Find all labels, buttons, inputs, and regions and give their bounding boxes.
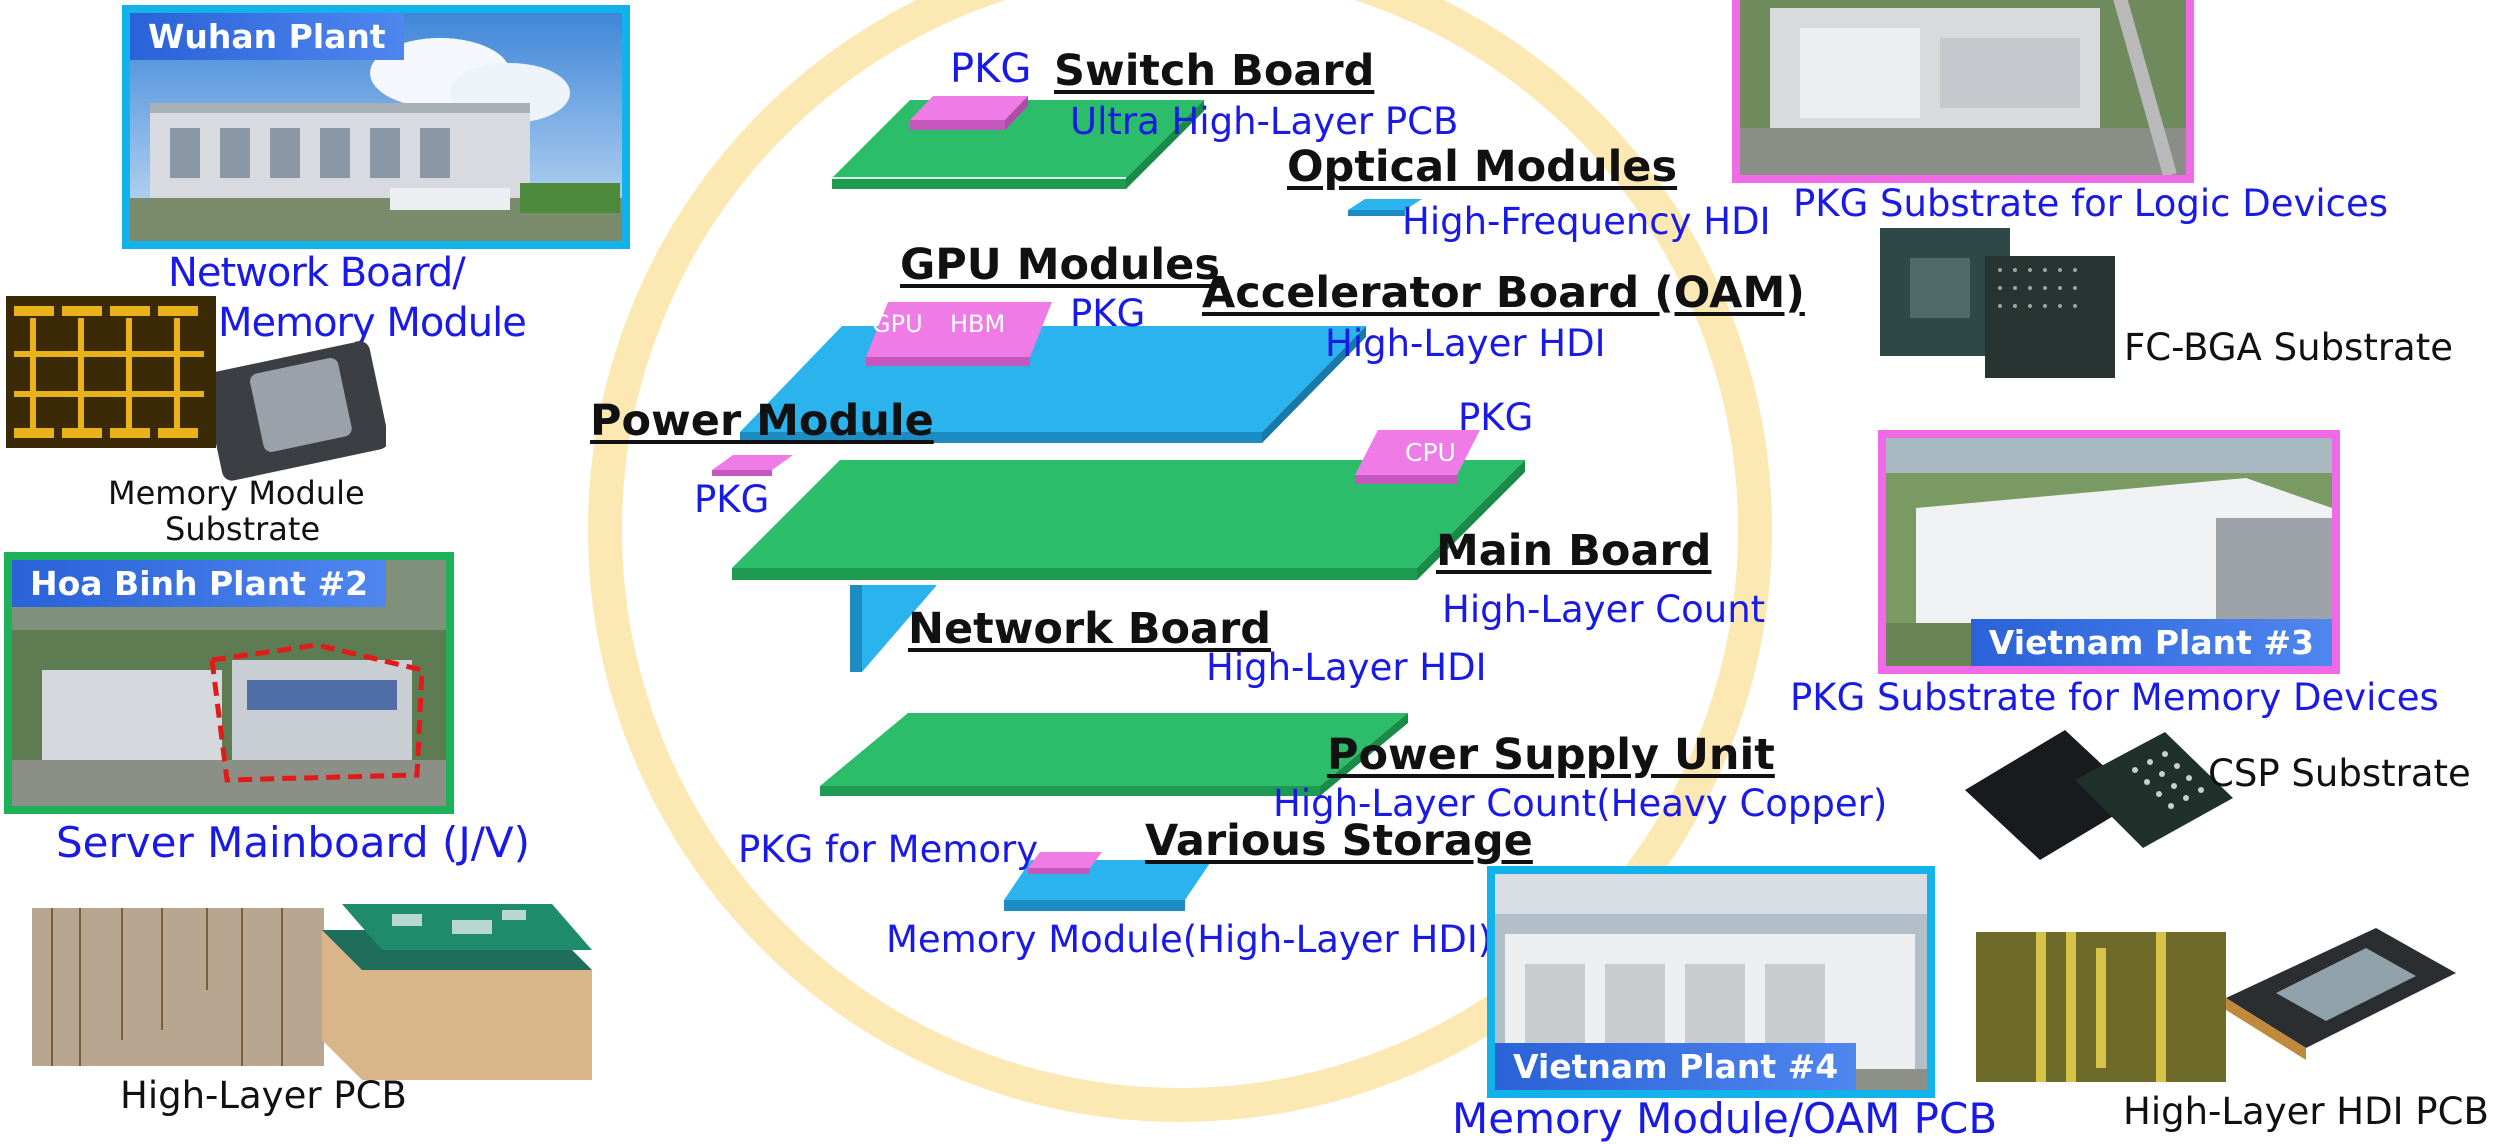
switch-pkg-chip xyxy=(910,96,1028,130)
main-board-pkg-label: PKG xyxy=(1458,396,1534,439)
logic-devices-caption: PKG Substrate for Logic Devices xyxy=(1793,182,2389,225)
gpu-pkg-label: PKG xyxy=(1070,292,1146,335)
fcbga-substrate-image xyxy=(1880,228,2115,378)
wuhan-plant-photo: Wuhan Plant xyxy=(122,5,630,249)
power-supply-board-shape xyxy=(820,713,1408,796)
memory-devices-caption: PKG Substrate for Memory Devices xyxy=(1790,676,2439,719)
hdi-pcb-caption: High-Layer HDI PCB xyxy=(2123,1090,2489,1133)
csp-substrate-image xyxy=(1965,730,2233,860)
gpu-hbm-chip xyxy=(866,302,1052,366)
csp-caption: CSP Substrate xyxy=(2208,752,2471,795)
various-storage-title: Various Storage xyxy=(1145,816,1533,866)
logic-devices-plant-photo xyxy=(1732,0,2194,183)
optical-modules-sub: High-Frequency HDI xyxy=(1402,200,1771,243)
cpu-chip-label: CPU xyxy=(1405,438,1456,467)
power-module-pkg-label: PKG xyxy=(694,478,770,521)
hdi-pcb-image xyxy=(1976,928,2456,1082)
storage-pkg-label: PKG for Memory xyxy=(738,828,1039,871)
memory-oam-caption: Memory Module/OAM PCB xyxy=(1452,1094,1998,1143)
logic-plant-image xyxy=(1740,0,2186,175)
vietnam-plant-4-photo: Vietnam Plant #4 xyxy=(1487,866,1935,1098)
accelerator-board-sub: High-Layer HDI xyxy=(1325,322,1606,365)
network-board-shape xyxy=(850,585,937,672)
memory-substrate-line2: Substrate xyxy=(165,510,321,548)
hoa-binh-plant-tag: Hoa Binh Plant #2 xyxy=(12,560,387,607)
storage-module-sub: Memory Module(High-Layer HDI) xyxy=(886,918,1493,961)
optical-modules-title: Optical Modules xyxy=(1287,142,1678,192)
high-layer-pcb-image xyxy=(32,904,592,1080)
vietnam-plant-3-photo: Vietnam Plant #3 xyxy=(1878,430,2340,674)
switch-pkg-label: PKG xyxy=(950,46,1032,92)
cpu-chip xyxy=(1355,430,1480,484)
hoa-binh-plant-photo: Hoa Binh Plant #2 xyxy=(4,552,454,814)
wuhan-caption-line2: Memory Module xyxy=(218,300,527,346)
fcbga-caption: FC-BGA Substrate xyxy=(2124,326,2453,369)
main-board-shape xyxy=(732,460,1525,580)
hoa-binh-caption: Server Mainboard (J/V) xyxy=(56,818,531,867)
high-layer-pcb-caption: High-Layer PCB xyxy=(120,1074,407,1117)
power-module-chip xyxy=(712,455,793,476)
switch-board-sub: Ultra High-Layer PCB xyxy=(1070,100,1459,143)
power-supply-unit-sub: High-Layer Count(Heavy Copper) xyxy=(1273,782,1888,825)
memory-substrate-line1: Memory Module xyxy=(108,474,365,512)
power-supply-unit-title: Power Supply Unit xyxy=(1327,730,1775,780)
main-board-title: Main Board xyxy=(1436,526,1712,576)
optical-module-shape xyxy=(1348,199,1422,216)
wuhan-caption-line1: Network Board/ xyxy=(168,250,466,296)
hbm-chip-label: HBM xyxy=(950,310,1006,338)
storage-pkg-chip xyxy=(1028,852,1102,874)
network-board-sub: High-Layer HDI xyxy=(1206,646,1487,689)
vietnam-plant-4-tag: Vietnam Plant #4 xyxy=(1495,1043,1857,1090)
wuhan-plant-tag: Wuhan Plant xyxy=(130,13,404,60)
power-module-title: Power Module xyxy=(590,396,934,446)
gpu-modules-title: GPU Modules xyxy=(900,240,1220,290)
gpu-chip-label: GPU xyxy=(872,310,923,338)
network-board-title: Network Board xyxy=(908,604,1272,654)
accelerator-board-title: Accelerator Board (OAM) xyxy=(1202,268,1805,318)
memory-module-substrate-image xyxy=(6,296,386,481)
main-board-sub: High-Layer Count xyxy=(1442,588,1766,631)
vietnam-plant-3-tag: Vietnam Plant #3 xyxy=(1970,619,2332,666)
switch-board-title: Switch Board xyxy=(1054,46,1375,96)
